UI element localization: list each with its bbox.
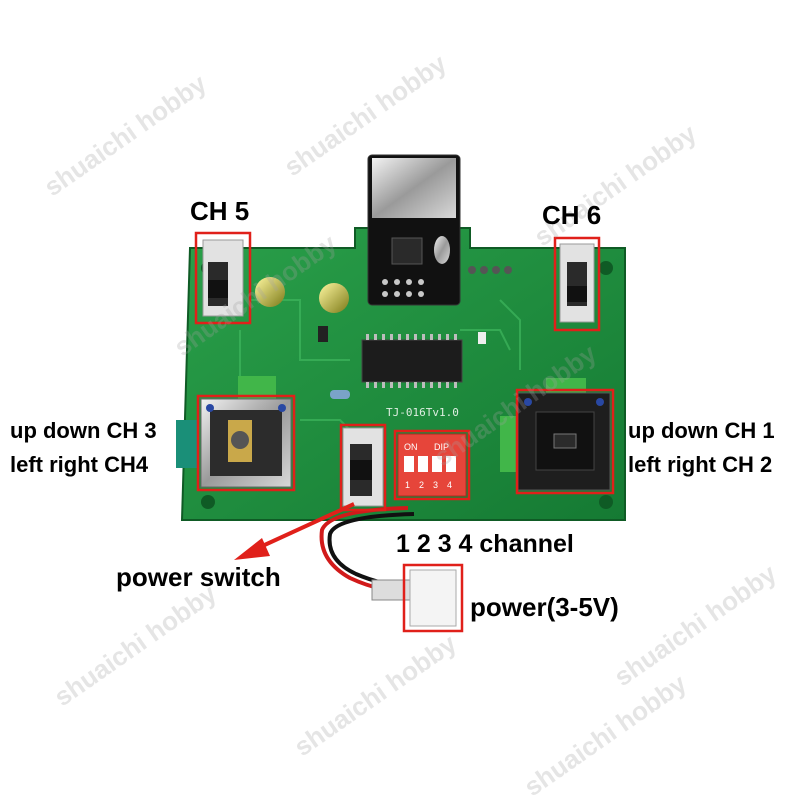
power-plug [409,569,457,627]
power-input-label: power(3-5V) [470,592,619,622]
ch6-highlight-box [553,236,601,332]
left-stick-label-line2: left right CH4 [10,452,149,477]
dip-highlight-box [393,429,471,501]
left-stick-label-line1: up down CH 3 [10,418,157,443]
power-switch-highlight-box [339,423,387,512]
right-stick-label-line2: left right CH 2 [628,452,773,477]
dip-number-4: 4 [447,480,452,490]
dip-switch[interactable]: ON DIP 1 2 3 4 [397,433,467,497]
rf-module [367,154,461,306]
capacitor [319,283,349,313]
dip-number-3: 3 [433,480,438,490]
ch5-highlight-box [194,231,252,325]
dip-lever-1[interactable] [404,456,414,472]
main-ic-chip [361,334,463,388]
left-joystick[interactable] [176,376,292,488]
right-joystick-highlight-box [515,388,615,495]
power-input-highlight-box [402,563,464,633]
header-pins [468,266,512,274]
ch6-slide-switch[interactable] [559,243,595,323]
power-switch-arrow [234,502,355,560]
dip-lever-4[interactable] [446,456,456,472]
mounting-hole [599,495,613,509]
board-model-text: TJ-016Tv1.0 [386,406,459,419]
ch5-label: CH 5 [190,196,250,226]
dip-dip-text: DIP [434,442,449,452]
dip-number-1: 1 [405,480,410,490]
power-switch-label: power switch [116,562,281,592]
transistor [318,326,328,342]
dip-lever-3[interactable] [432,456,442,472]
mounting-hole [599,261,613,275]
smd-led [478,332,486,344]
power-slide-switch[interactable] [342,427,384,507]
ch5-slide-switch[interactable] [202,239,244,317]
mounting-hole [201,495,215,509]
dip-number-2: 2 [419,480,424,490]
right-stick-label-line1: up down CH 1 [628,418,775,443]
resistor [330,390,350,399]
left-joystick-highlight-box [196,394,296,492]
capacitor [255,277,285,307]
dip-on-text: ON [404,442,418,452]
dip-lever-2[interactable] [418,456,428,472]
dip-channels-label: 1 2 3 4 channel [396,530,574,558]
power-connector [371,579,413,601]
ch6-label: CH 6 [542,200,602,230]
